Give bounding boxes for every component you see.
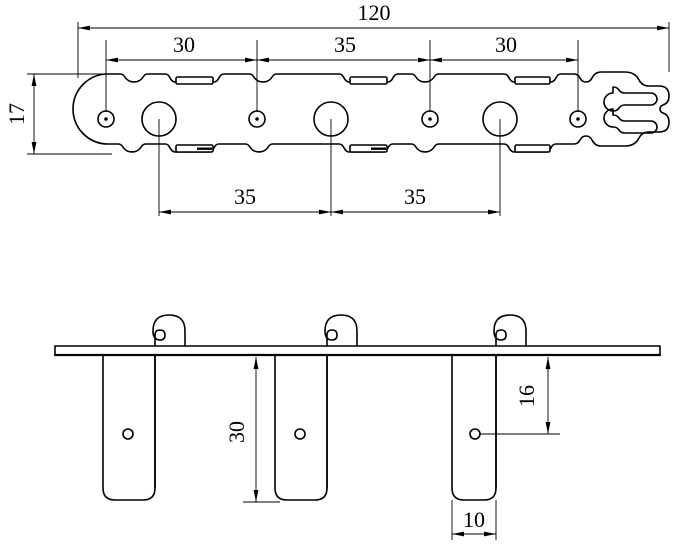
bottom-slot-2-tang <box>371 147 386 150</box>
arrow-chain-c-left <box>430 57 442 63</box>
hook-1-curl <box>152 314 186 347</box>
top-slot-2 <box>349 76 388 85</box>
terminal-slot-lower <box>603 108 658 134</box>
hook-3-leg <box>451 354 497 501</box>
arrow-bottom-b-right <box>488 209 500 215</box>
dim-label-top-chain-2: 35 <box>334 32 356 57</box>
hook-1-leg <box>102 354 156 501</box>
arrow-chain-c-right <box>566 57 578 63</box>
top-view-group: 120 30 35 30 17 35 35 <box>4 0 670 216</box>
arrow-hole-height-top <box>545 357 551 369</box>
arrow-chain-a-right <box>245 57 257 63</box>
arrow-overall-left <box>78 25 90 31</box>
arrow-overall-right <box>657 25 669 31</box>
bottom-slot-2 <box>349 144 388 153</box>
hook-3-curl <box>493 314 527 347</box>
dim-label-top-chain-3: 30 <box>495 32 517 57</box>
arrow-height-top <box>31 74 37 86</box>
arrow-leg-height-bottom <box>253 490 259 502</box>
bottom-slot-1-tang <box>197 147 212 150</box>
dim-label-bottom-chain-1: 35 <box>234 184 256 209</box>
dim-label-leg-width: 10 <box>463 507 485 532</box>
arrow-chain-b-left <box>257 57 269 63</box>
screw-hole-3-center <box>428 117 432 121</box>
screw-hole-4-center <box>576 117 580 121</box>
top-slot-1 <box>175 76 214 85</box>
hook-2-screw-hole <box>294 428 306 440</box>
dim-label-leg-height: 30 <box>224 421 249 443</box>
plate-outline <box>72 71 670 153</box>
arrow-bottom-a-left <box>159 209 171 215</box>
arrow-bottom-b-left <box>331 209 343 215</box>
hook-3-screw-hole <box>469 428 481 440</box>
arrow-bottom-a-right <box>319 209 331 215</box>
hook-2-curl <box>324 314 358 347</box>
bottom-slot-1 <box>175 144 214 153</box>
arrow-hole-height-bottom <box>545 422 551 434</box>
dim-label-hole-height: 16 <box>514 385 539 407</box>
front-view-group: 30 16 10 <box>53 314 662 540</box>
screw-hole-2-center <box>255 117 259 121</box>
hook-1-screw-hole <box>122 428 134 440</box>
arrow-height-bottom <box>31 142 37 154</box>
hook-2-leg <box>274 354 328 501</box>
dim-label-top-chain-1: 30 <box>173 32 195 57</box>
top-slot-3 <box>514 76 551 85</box>
arrow-leg-width-right <box>484 531 496 537</box>
arrow-leg-height-top <box>253 357 259 369</box>
terminal-slot-upper <box>603 86 658 112</box>
arrow-chain-a-left <box>106 57 118 63</box>
dim-label-overall-length: 120 <box>358 0 391 25</box>
screw-hole-1-center <box>104 117 108 121</box>
arrow-chain-b-right <box>418 57 430 63</box>
arrow-leg-width-left <box>452 531 464 537</box>
dim-label-plate-height: 17 <box>4 103 29 125</box>
dim-label-bottom-chain-2: 35 <box>404 184 426 209</box>
bottom-slot-3 <box>514 144 551 153</box>
